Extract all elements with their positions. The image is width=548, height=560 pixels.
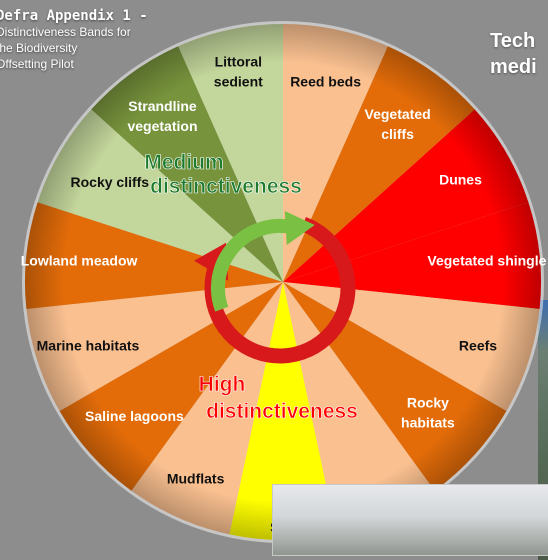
segment-label: Marine habitats <box>37 337 140 353</box>
segment-label: Lowland meadow <box>21 253 138 269</box>
segment-label: Reefs <box>459 337 497 353</box>
cycle-arrow-green <box>210 218 293 312</box>
segment-label: Rocky cliffs <box>71 174 150 190</box>
caption: Defra Appendix 1 - Distinctiveness Bands… <box>0 8 148 72</box>
side-title-line: Tech <box>490 30 536 52</box>
side-title: Tech medi <box>490 28 537 80</box>
segment-label: Dunes <box>439 172 482 188</box>
caption-title: Defra Appendix 1 - <box>0 8 148 24</box>
landscape-photo-right <box>538 300 548 560</box>
caption-line: Distinctiveness Bands for <box>0 25 131 39</box>
cycle-arrowhead-green <box>284 210 315 245</box>
caption-line: the Biodiversity <box>0 41 78 55</box>
segment-label: Saline lagoons <box>85 408 184 424</box>
segment-label: Mudflats <box>167 470 225 486</box>
caption-line: Offsetting Pilot <box>0 57 74 71</box>
segment-label: Vegetated shingle <box>427 253 546 269</box>
segment-label: Reed beds <box>290 74 361 90</box>
wheel-shading <box>25 24 541 540</box>
cycle-arrow-red <box>204 217 356 364</box>
side-title-line: medi <box>490 56 537 78</box>
landscape-photo-bottom <box>272 484 548 556</box>
